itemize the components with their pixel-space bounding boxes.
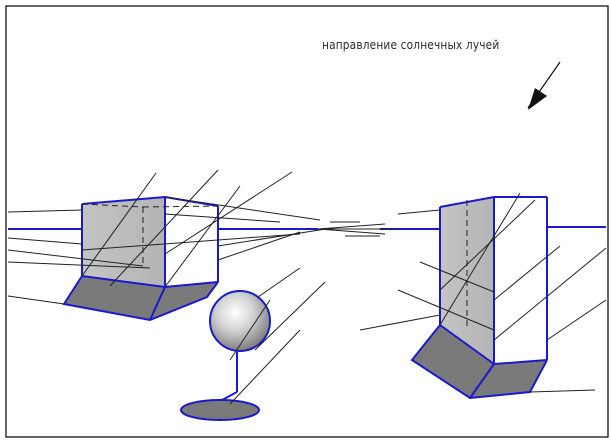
sphere-group <box>180 267 326 421</box>
left-box <box>7 169 333 322</box>
sphere-shadow <box>180 399 260 421</box>
right-box-shadow-right <box>470 360 547 398</box>
sun-direction-caption: направление солнечных лучей <box>322 38 500 52</box>
left-box-front-face <box>82 197 165 287</box>
right-box <box>359 192 607 400</box>
left-box-shadow-right <box>150 282 218 320</box>
vanishing-rays <box>317 209 441 237</box>
right-box-shadow <box>412 325 494 398</box>
sheet-border <box>5 5 609 438</box>
sun-ray-arrow-icon <box>527 61 561 110</box>
sphere <box>209 290 271 352</box>
left-box-shadow <box>64 276 165 320</box>
